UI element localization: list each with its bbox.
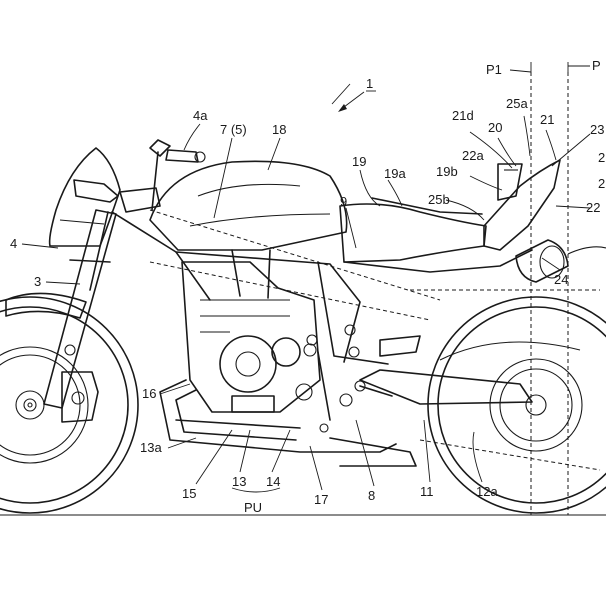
label-pu: PU	[244, 500, 262, 515]
label-4a: 4a	[193, 108, 208, 123]
engine	[181, 261, 321, 413]
label-17: 17	[314, 492, 328, 507]
label-23: 23	[590, 122, 604, 137]
label-21: 21	[540, 112, 554, 127]
label-9: 9	[340, 194, 347, 209]
rear-wheel	[427, 296, 606, 514]
label-3: 3	[34, 274, 41, 289]
label-25a: 25a	[506, 96, 528, 111]
label-12a: 12a	[476, 484, 498, 499]
label-18: 18	[272, 122, 286, 137]
label-21d: 21d	[452, 108, 474, 123]
label-19b: 19b	[436, 164, 458, 179]
fuel-tank	[149, 160, 348, 251]
muffler	[515, 239, 606, 283]
front-wheel	[0, 296, 139, 514]
label-7: 7 (5)	[220, 122, 247, 137]
label-13: 13	[232, 474, 246, 489]
label-p2: P	[592, 58, 601, 73]
leader-lines	[21, 65, 591, 493]
front-fork	[5, 209, 117, 409]
assembly-arrow	[338, 91, 365, 112]
hidden-lines	[149, 209, 601, 471]
label-15: 15	[182, 486, 196, 501]
reference-labels: 1 4a 7 (5) 18 19 19a 19b 9 4 3 16 13a 15…	[10, 58, 605, 515]
reference-planes	[530, 62, 569, 515]
frame	[111, 211, 389, 365]
label-22: 22	[586, 200, 600, 215]
label-19a: 19a	[384, 166, 406, 181]
label-r1: 2	[598, 150, 605, 165]
swingarm	[306, 334, 533, 433]
label-24: 24	[554, 272, 568, 287]
label-22a: 22a	[462, 148, 484, 163]
label-4: 4	[10, 236, 17, 251]
label-14: 14	[266, 474, 280, 489]
handlebar	[119, 139, 206, 213]
headlight-cowl	[48, 147, 121, 247]
label-8: 8	[368, 488, 375, 503]
label-20: 20	[488, 120, 502, 135]
exhaust-pipes	[159, 379, 417, 467]
label-assembly: 1	[366, 76, 373, 91]
label-r2: 2	[598, 176, 605, 191]
label-p1: P1	[486, 62, 502, 77]
label-13a: 13a	[140, 440, 162, 455]
label-16: 16	[142, 386, 156, 401]
label-11: 11	[420, 484, 434, 499]
label-25b: 25b	[428, 192, 450, 207]
label-19: 19	[352, 154, 366, 169]
